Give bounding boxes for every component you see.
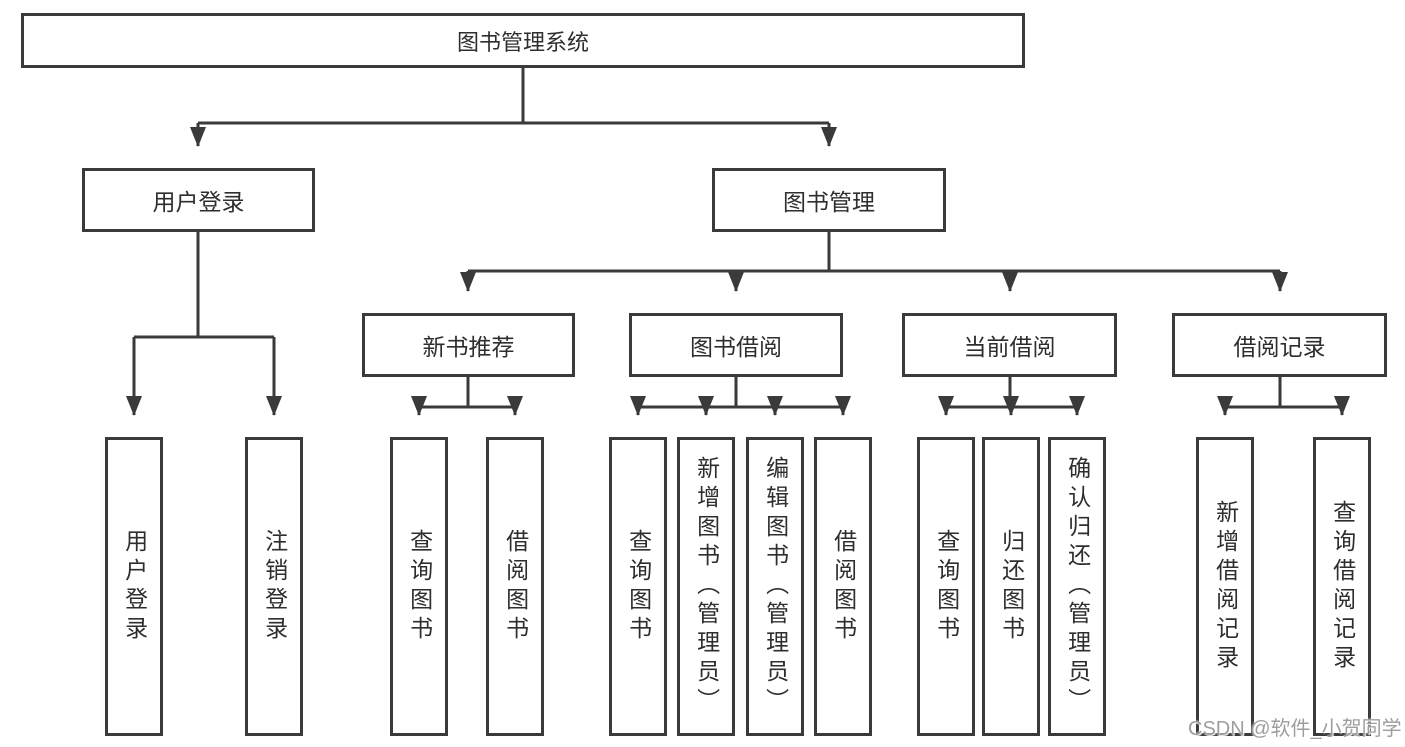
node-new-book-recommend-label: 新书推荐 [422,334,515,360]
node-book-borrow-label: 图书借阅 [690,334,782,360]
leaf-logout-label: 注销登录 [261,528,288,645]
leaf-user-login: 用户登录 [105,437,163,736]
node-new-book-recommend: 新书推荐 [362,313,575,377]
leaf-record-query-borrow-record: 查询借阅记录 [1313,437,1371,736]
leaf-current-query-books: 查询图书 [917,437,975,736]
node-root: 图书管理系统 [21,13,1025,68]
node-book-management-label: 图书管理 [783,189,875,215]
leaf-borrow-query-books-label: 查询图书 [625,528,652,645]
leaf-recommend-borrow-books-label: 借阅图书 [502,528,529,645]
leaf-borrow-edit-books-admin: 编辑图书（管理员） [746,437,804,736]
node-user-login-label: 用户登录 [152,189,245,215]
leaf-current-confirm-return-admin: 确认归还（管理员） [1048,437,1106,736]
leaf-current-return-books: 归还图书 [982,437,1040,736]
leaf-logout: 注销登录 [245,437,303,736]
leaf-recommend-query-books-label: 查询图书 [406,528,433,645]
node-root-label: 图书管理系统 [456,29,589,55]
csdn-watermark: CSDN @软件_小贺同学 [1188,718,1402,740]
node-book-borrow: 图书借阅 [629,313,843,377]
node-current-borrow-label: 当前借阅 [963,334,1056,360]
node-borrow-record-label: 借阅记录 [1233,334,1326,360]
leaf-current-return-books-label: 归还图书 [998,528,1025,645]
leaf-record-add-borrow-record: 新增借阅记录 [1196,437,1254,736]
node-current-borrow: 当前借阅 [902,313,1117,377]
node-book-management: 图书管理 [712,168,946,232]
leaf-borrow-query-books: 查询图书 [609,437,667,736]
leaf-current-confirm-return-admin-label: 确认归还（管理员） [1064,456,1091,717]
node-user-login: 用户登录 [82,168,315,232]
leaf-record-add-borrow-record-label: 新增借阅记录 [1212,499,1239,674]
leaf-recommend-query-books: 查询图书 [390,437,448,736]
leaf-borrow-add-books-admin-label: 新增图书（管理员） [693,456,720,717]
node-borrow-record: 借阅记录 [1172,313,1387,377]
leaf-record-query-borrow-record-label: 查询借阅记录 [1329,499,1356,674]
leaf-borrow-edit-books-admin-label: 编辑图书（管理员） [762,456,789,717]
leaf-borrow-borrow-books-label: 借阅图书 [830,528,857,645]
leaf-user-login-label: 用户登录 [121,528,148,645]
leaf-current-query-books-label: 查询图书 [933,528,960,645]
leaf-recommend-borrow-books: 借阅图书 [486,437,544,736]
leaf-borrow-add-books-admin: 新增图书（管理员） [677,437,735,736]
leaf-borrow-borrow-books: 借阅图书 [814,437,872,736]
